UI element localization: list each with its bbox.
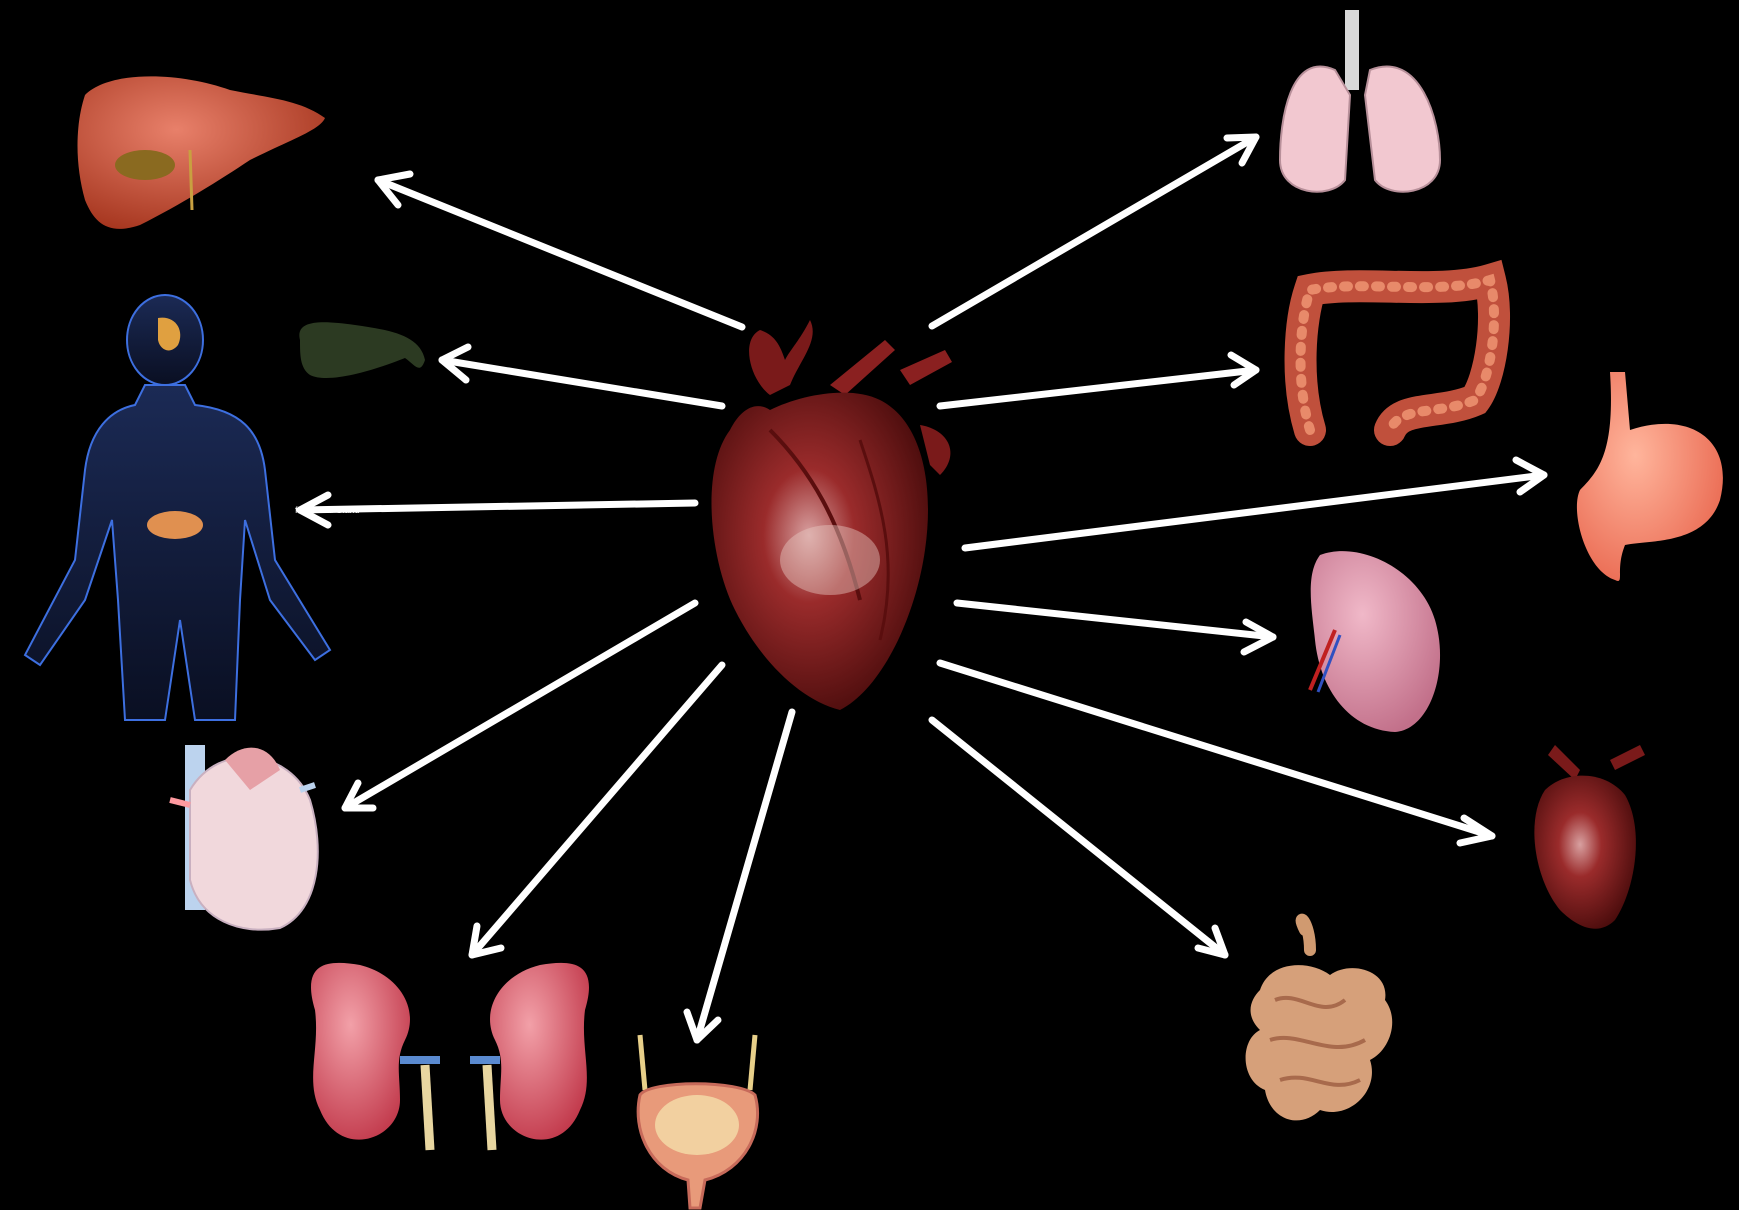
adrenal-gland-label: ft Adrenal Gland xyxy=(295,505,360,515)
